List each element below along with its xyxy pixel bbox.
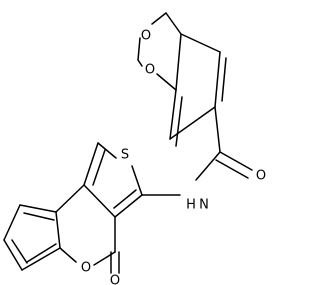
bond (19, 204, 57, 213)
atom-label-layer: O O O N H S O O (81, 29, 266, 285)
bond (175, 33, 182, 91)
atom-label-s: S (121, 148, 129, 163)
atom-label-o: O (145, 63, 155, 78)
bond (59, 247, 77, 263)
bond (175, 96, 183, 147)
molecule-diagram: O O O N H S O O (3, 12, 266, 285)
bond (3, 204, 21, 241)
bond-layer (3, 12, 253, 274)
bond (113, 189, 137, 209)
bond (219, 151, 253, 171)
atom-label-h: H (186, 198, 196, 213)
bond (26, 243, 57, 263)
bond (221, 57, 227, 102)
bond (93, 251, 116, 266)
bond (83, 142, 99, 186)
bond (92, 149, 106, 186)
bond (214, 106, 221, 153)
atom-label-o: O (81, 261, 91, 276)
bond (83, 184, 116, 218)
atom-label-o: O (141, 29, 151, 44)
bond (11, 239, 28, 264)
bond (137, 37, 141, 61)
bond (97, 142, 117, 159)
atom-label-o: O (256, 169, 266, 184)
bond (114, 194, 143, 218)
bond (214, 51, 221, 108)
bond (165, 12, 182, 35)
bond (21, 247, 61, 271)
atom-label-n: N (199, 198, 209, 213)
bond (55, 184, 85, 213)
bond (180, 33, 221, 53)
bond (215, 159, 249, 179)
bond (23, 212, 55, 221)
atom-label-o: O (110, 274, 120, 285)
bond (137, 59, 143, 67)
bond (156, 73, 177, 91)
bond (3, 239, 23, 271)
bond (131, 165, 143, 196)
bond (55, 211, 61, 249)
bond (169, 89, 177, 140)
bond (195, 151, 221, 181)
bond (151, 12, 167, 25)
